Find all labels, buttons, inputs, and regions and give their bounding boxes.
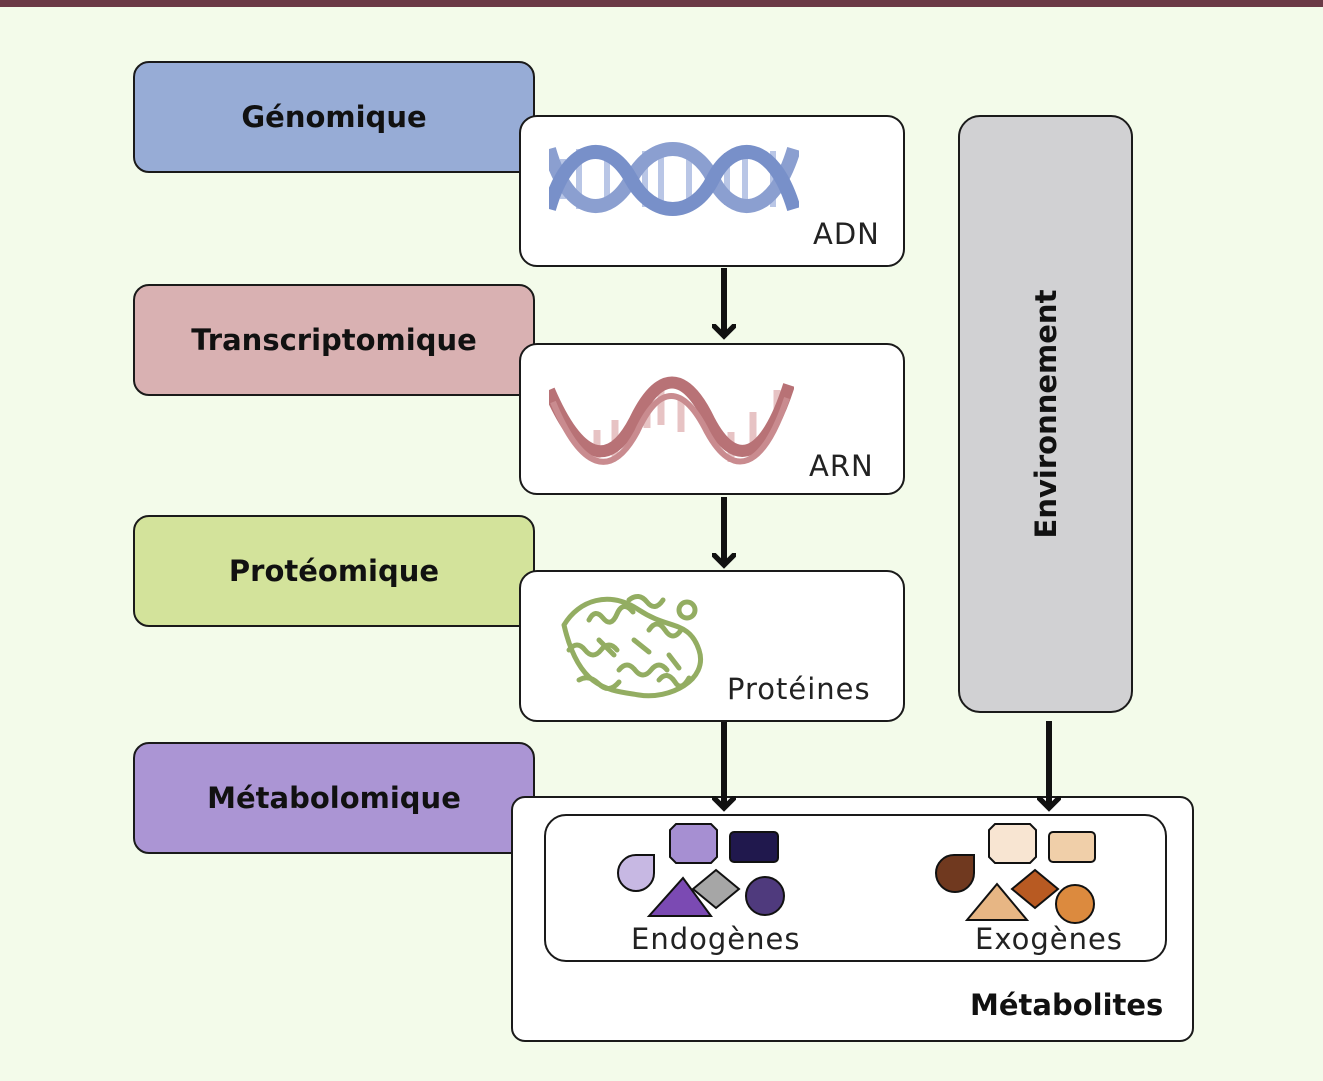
level-genomique: Génomique — [133, 61, 535, 173]
exogenous-metabolites-icon — [934, 823, 1096, 924]
level-transcriptomique: Transcriptomique — [133, 284, 535, 396]
adn-box: ADN — [519, 115, 905, 267]
protein-structure-icon — [561, 594, 704, 699]
level-genomique-label: Génomique — [241, 100, 427, 134]
dna-double-helix-icon — [549, 142, 799, 216]
level-metabolomique-label: Métabolomique — [207, 781, 461, 815]
level-transcriptomique-label: Transcriptomique — [191, 323, 477, 357]
level-metabolomique: Métabolomique — [133, 742, 535, 854]
metabolites-title: Métabolites — [970, 988, 1164, 1022]
rna-strand-icon — [549, 376, 794, 465]
proteines-box: Protéines — [519, 570, 905, 722]
adn-caption: ADN — [813, 217, 880, 251]
level-proteomique-label: Protéomique — [228, 554, 440, 588]
top-border-bar — [0, 0, 1323, 7]
arn-caption: ARN — [809, 449, 874, 483]
endogenous-caption: Endogènes — [631, 922, 801, 956]
level-proteomique: Protéomique — [133, 515, 535, 627]
exogenous-caption: Exogènes — [975, 922, 1123, 956]
environment-box: Environnement — [958, 115, 1133, 713]
proteines-caption: Protéines — [727, 672, 871, 706]
arn-box: ARN — [519, 343, 905, 495]
endogenous-metabolites-icon — [616, 823, 785, 917]
